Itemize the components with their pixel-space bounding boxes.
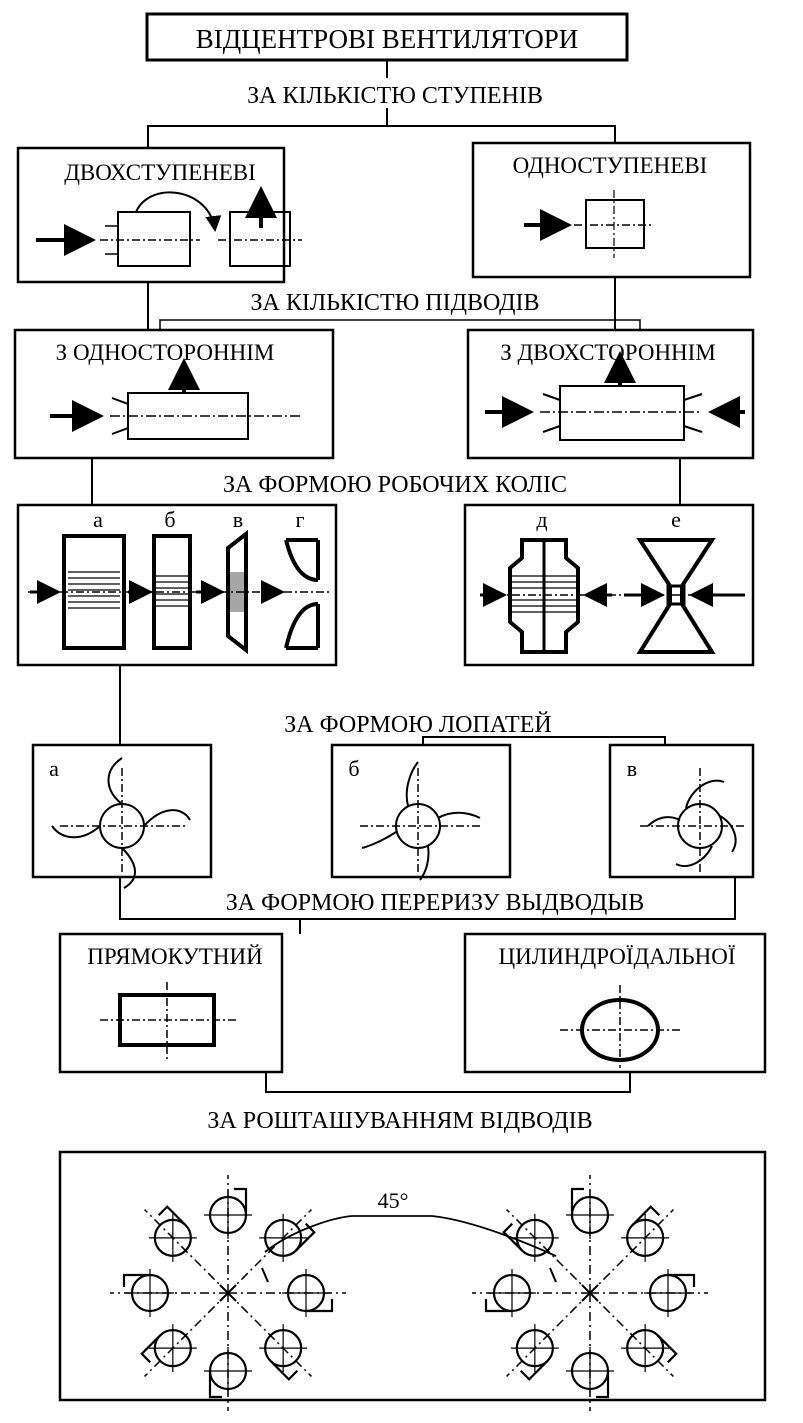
center-mark bbox=[581, 1284, 599, 1302]
single-stage-label: ОДНОСТУПЕНЕВІ bbox=[513, 153, 708, 178]
blade-box-b: б bbox=[330, 743, 512, 881]
two-sided-label: З ДВОХСТОРОННІМ bbox=[500, 340, 716, 365]
fan-housing-icon bbox=[122, 1269, 174, 1317]
inlets-branch bbox=[159, 319, 641, 330]
rectangular-box: ПРЯМОКУТНИЙ bbox=[58, 932, 284, 1074]
two-sided-box: З ДВОХСТОРОННІМ bbox=[466, 328, 755, 460]
two-stage-box: ДВОХСТУПЕНЕВІ bbox=[16, 146, 302, 284]
wheel-letter-a: а bbox=[93, 507, 103, 532]
fan-housing-icon bbox=[282, 1269, 334, 1317]
wheel-letter-g: г bbox=[295, 507, 304, 532]
blade-letter-v: в bbox=[627, 756, 637, 781]
category-wheel-shape: ЗА ФОРМОЮ РОБОЧИХ КОЛІС bbox=[223, 472, 567, 498]
fan-housing-icon bbox=[148, 1205, 197, 1262]
rectangular-label: ПРЯМОКУТНИЙ bbox=[87, 944, 262, 969]
fan-housing-icon bbox=[566, 1187, 614, 1239]
blade-letter-a: а bbox=[49, 756, 59, 781]
fan-housing-icon bbox=[621, 1324, 678, 1373]
fan-housing-icon bbox=[204, 1347, 252, 1399]
cylindroidal-box: ЦИЛИНДРОЇДАЛЬНОЇ bbox=[463, 932, 767, 1074]
wheel-shape-box-left: а б в г bbox=[16, 503, 338, 667]
wheel-letter-d: д bbox=[536, 507, 547, 532]
category-blade-shape: ЗА ФОРМОЮ ЛОПАТЕЙ bbox=[284, 712, 551, 738]
stages-branch bbox=[147, 125, 616, 148]
two-stage-schematic bbox=[36, 186, 302, 267]
fan-housing-icon bbox=[644, 1269, 696, 1317]
cylindroidal-label: ЦИЛИНДРОЇДАЛЬНОЇ bbox=[498, 944, 735, 969]
outlet-position-box: 45° bbox=[58, 1150, 767, 1411]
fan-housing-icon bbox=[140, 1324, 197, 1373]
outlet-star-right bbox=[472, 1175, 708, 1411]
two-stage-label: ДВОХСТУПЕНЕВІ bbox=[64, 160, 256, 185]
one-sided-schematic bbox=[50, 358, 300, 440]
category-outlet-section: ЗА ФОРМОЮ ПЕРЕРИЗУ ВЫДВОДЫВ bbox=[226, 890, 645, 916]
diagram-title: ВІДЦЕНТРОВІ ВЕНТИЛЯТОРИ bbox=[196, 24, 578, 54]
fan-housing-icon bbox=[259, 1213, 316, 1262]
center-mark bbox=[219, 1284, 237, 1302]
wheel-letter-e: е bbox=[671, 507, 681, 532]
outlet-section-branch bbox=[119, 877, 736, 920]
blade-box-a: а bbox=[31, 743, 213, 889]
angle-label: 45° bbox=[378, 1188, 409, 1213]
wheel-letter-b: б bbox=[164, 507, 175, 532]
one-sided-box: З ОДНОСТОРОННІМ bbox=[13, 328, 335, 460]
fan-housing-icon bbox=[621, 1205, 670, 1262]
outlet-star-left bbox=[110, 1175, 346, 1411]
fan-housing-icon bbox=[204, 1187, 252, 1239]
fan-housing-icon bbox=[259, 1324, 308, 1381]
fan-housing-icon bbox=[566, 1347, 614, 1399]
two-sided-schematic bbox=[485, 351, 745, 441]
fan-housing-icon bbox=[510, 1324, 559, 1381]
wheel-letter-v: в bbox=[233, 507, 243, 532]
single-stage-schematic bbox=[524, 190, 654, 258]
single-stage-box: ОДНОСТУПЕНЕВІ bbox=[471, 141, 752, 279]
blade-letter-b: б bbox=[348, 756, 359, 781]
one-sided-label: З ОДНОСТОРОННІМ bbox=[56, 340, 275, 365]
fan-housing-icon bbox=[484, 1269, 536, 1317]
blade-branch bbox=[422, 736, 666, 745]
category-outlet-position: ЗА РОШТАШУВАННЯМ ВІДВОДІВ bbox=[207, 1108, 592, 1134]
blade-box-v: в bbox=[608, 743, 755, 879]
category-stages: ЗА КІЛЬКІСТЮ СТУПЕНІВ bbox=[247, 83, 543, 109]
fan-housing-icon bbox=[502, 1213, 559, 1262]
angle-leader bbox=[264, 1215, 557, 1257]
wheel-shape-box-right: д е bbox=[463, 503, 755, 667]
category-inlets: ЗА КІЛЬКІСТЮ ПІДВОДІВ bbox=[251, 290, 540, 316]
